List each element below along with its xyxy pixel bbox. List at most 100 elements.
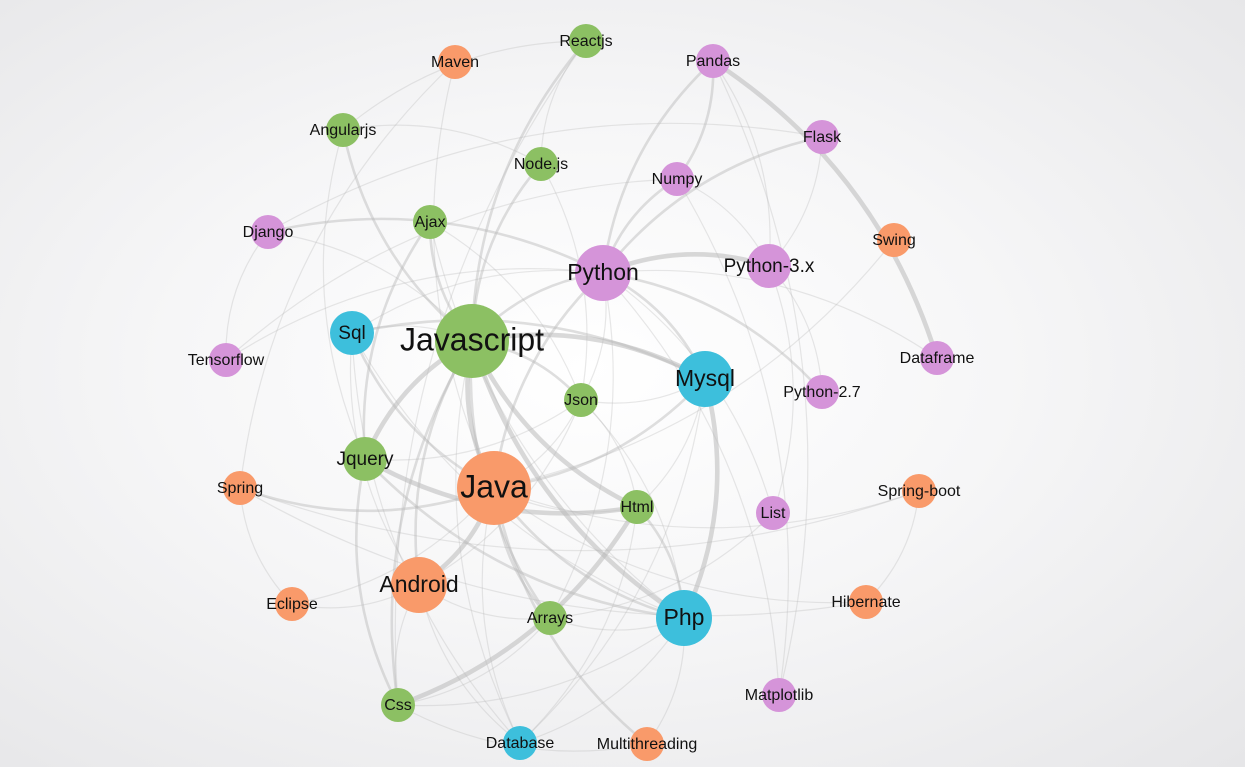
node-circle-maven[interactable]	[438, 45, 472, 79]
node-circle-list[interactable]	[756, 496, 790, 530]
edge-java-hibernate	[493, 487, 867, 604]
node-python[interactable]: Python	[567, 245, 639, 301]
edge-ajax-json	[429, 221, 582, 401]
node-circle-reactjs[interactable]	[569, 24, 603, 58]
node-ajax[interactable]: Ajax	[413, 205, 447, 239]
node-circle-ajax[interactable]	[413, 205, 447, 239]
node-circle-flask[interactable]	[805, 120, 839, 154]
node-hibernate[interactable]: Hibernate	[831, 585, 901, 619]
node-circle-matplotlib[interactable]	[762, 678, 796, 712]
node-circle-tensorflow[interactable]	[209, 343, 243, 377]
node-circle-css[interactable]	[381, 688, 415, 722]
node-database[interactable]: Database	[486, 726, 555, 760]
edge-python3x-list	[768, 265, 794, 514]
node-json[interactable]: Json	[564, 383, 598, 417]
node-circle-multithreading[interactable]	[630, 727, 664, 761]
node-circle-database[interactable]	[503, 726, 537, 760]
node-dataframe[interactable]: Dataframe	[900, 341, 975, 375]
node-php[interactable]: Php	[656, 590, 712, 646]
node-circle-android[interactable]	[391, 557, 447, 613]
node-circle-php[interactable]	[656, 590, 712, 646]
node-list[interactable]: List	[756, 496, 790, 530]
node-matplotlib[interactable]: Matplotlib	[745, 678, 814, 712]
node-javascript[interactable]: Javascript	[400, 304, 544, 378]
edge-eclipse-spring	[239, 487, 293, 605]
node-android[interactable]: Android	[379, 557, 459, 613]
node-nodejs[interactable]: Node.js	[514, 147, 568, 181]
node-label-database: Database	[486, 735, 555, 752]
node-label-java: Java	[460, 468, 528, 504]
edge-python-python27	[601, 271, 824, 394]
node-circle-pandas[interactable]	[696, 44, 730, 78]
node-label-python: Python	[567, 259, 639, 285]
edge-python-flask	[601, 135, 824, 275]
node-html[interactable]: Html	[620, 490, 654, 524]
node-numpy[interactable]: Numpy	[652, 162, 703, 196]
node-circle-arrays[interactable]	[533, 601, 567, 635]
node-css[interactable]: Css	[381, 688, 415, 722]
node-circle-springboot[interactable]	[902, 474, 936, 508]
edge-spring-maven	[239, 61, 456, 489]
edge-python-matplotlib	[602, 272, 780, 696]
node-spring[interactable]: Spring	[217, 471, 263, 505]
node-mysql[interactable]: Mysql	[675, 351, 735, 407]
node-label-angularjs: Angularjs	[310, 122, 377, 139]
edge-mysql-php	[681, 376, 720, 621]
edge-matplotlib-pandas	[712, 60, 809, 696]
node-circle-sql[interactable]	[330, 311, 374, 355]
edge-mysql-sql	[350, 318, 707, 381]
node-label-mysql: Mysql	[675, 365, 735, 391]
edge-spring-hibernate	[239, 487, 867, 617]
node-circle-angularjs[interactable]	[326, 113, 360, 147]
node-circle-eclipse[interactable]	[275, 587, 309, 621]
edge-database-html	[519, 506, 638, 744]
node-reactjs[interactable]: Reactjs	[559, 24, 613, 58]
edge-jquery-css	[355, 457, 400, 707]
edge-python-pandas	[601, 59, 715, 275]
node-django[interactable]: Django	[243, 215, 294, 249]
node-label-python27: Python-2.7	[783, 384, 860, 401]
node-circle-java[interactable]	[457, 451, 531, 525]
node-swing[interactable]: Swing	[872, 223, 916, 257]
node-springboot[interactable]: Spring-boot	[878, 474, 961, 508]
node-circle-jquery[interactable]	[343, 437, 387, 481]
node-circle-json[interactable]	[564, 383, 598, 417]
node-circle-dataframe[interactable]	[920, 341, 954, 375]
node-sql[interactable]: Sql	[330, 311, 374, 355]
edge-pandas-python3x	[712, 60, 771, 267]
node-circle-python3x[interactable]	[747, 244, 791, 288]
node-java[interactable]: Java	[457, 451, 531, 525]
node-eclipse[interactable]: Eclipse	[266, 587, 318, 621]
node-label-json: Json	[564, 392, 598, 409]
edge-springboot-hibernate	[865, 490, 920, 603]
node-angularjs[interactable]: Angularjs	[310, 113, 377, 147]
node-circle-swing[interactable]	[877, 223, 911, 257]
node-circle-mysql[interactable]	[677, 351, 733, 407]
node-label-dataframe: Dataframe	[900, 350, 975, 367]
node-pandas[interactable]: Pandas	[686, 44, 740, 78]
node-python3x[interactable]: Python-3.x	[724, 244, 815, 288]
node-circle-nodejs[interactable]	[524, 147, 558, 181]
node-circle-python[interactable]	[575, 245, 631, 301]
node-label-javascript: Javascript	[400, 321, 544, 357]
node-tensorflow[interactable]: Tensorflow	[188, 343, 265, 377]
node-python27[interactable]: Python-2.7	[783, 375, 861, 409]
node-label-nodejs: Node.js	[514, 156, 568, 173]
node-multithreading[interactable]: Multithreading	[597, 727, 698, 761]
node-circle-spring[interactable]	[223, 471, 257, 505]
node-circle-html[interactable]	[620, 490, 654, 524]
node-circle-python27[interactable]	[805, 375, 839, 409]
node-label-multithreading: Multithreading	[597, 736, 698, 753]
node-circle-hibernate[interactable]	[849, 585, 883, 619]
edge-java-springboot	[493, 487, 920, 529]
node-maven[interactable]: Maven	[431, 45, 479, 79]
node-circle-django[interactable]	[251, 215, 285, 249]
node-flask[interactable]: Flask	[803, 120, 842, 154]
node-circle-javascript[interactable]	[435, 304, 509, 378]
node-arrays[interactable]: Arrays	[527, 601, 573, 635]
edge-reactjs-nodejs	[540, 40, 587, 165]
node-circle-numpy[interactable]	[660, 162, 694, 196]
node-jquery[interactable]: Jquery	[336, 437, 394, 481]
